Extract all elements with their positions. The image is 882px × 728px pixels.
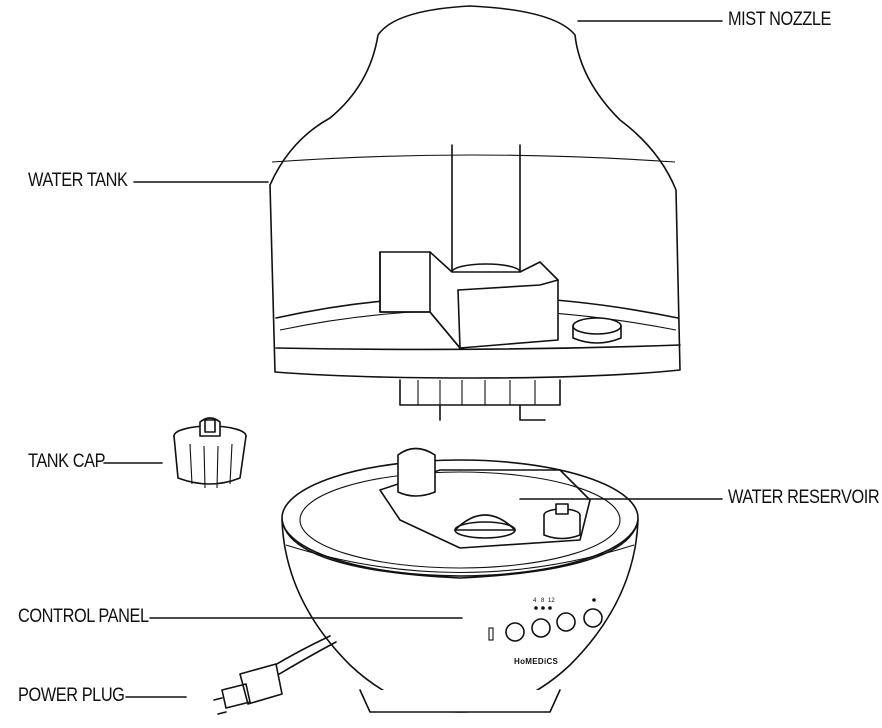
indicator-light (488, 627, 494, 641)
water-tank (269, 5, 681, 379)
control-panel-part: 4 8 12 HoMEDiCS (488, 598, 603, 666)
timer-icon (531, 618, 551, 638)
power-icon (505, 622, 525, 642)
base-unit (281, 447, 639, 713)
light-icon (556, 612, 576, 632)
label-water-tank: WATER TANK (28, 170, 128, 191)
label-mist-nozzle: MIST NOZZLE (728, 9, 832, 30)
leader-lines (103, 20, 723, 698)
timer-mark-12: 12 (548, 598, 555, 604)
mist-level-icon (583, 608, 603, 628)
label-water-reservoir: WATER RESERVOIR (728, 487, 880, 508)
power-cord (213, 635, 337, 715)
tank-connector (399, 379, 561, 421)
label-power-plug: POWER PLUG (18, 685, 125, 706)
tank-cap-part (173, 417, 247, 489)
label-tank-cap: TANK CAP (28, 451, 106, 472)
label-control-panel: CONTROL PANEL (18, 606, 149, 627)
timer-mark-4: 4 (533, 598, 537, 604)
brand-logo: HoMEDiCS (514, 657, 559, 666)
timer-mark-8: 8 (541, 598, 545, 604)
